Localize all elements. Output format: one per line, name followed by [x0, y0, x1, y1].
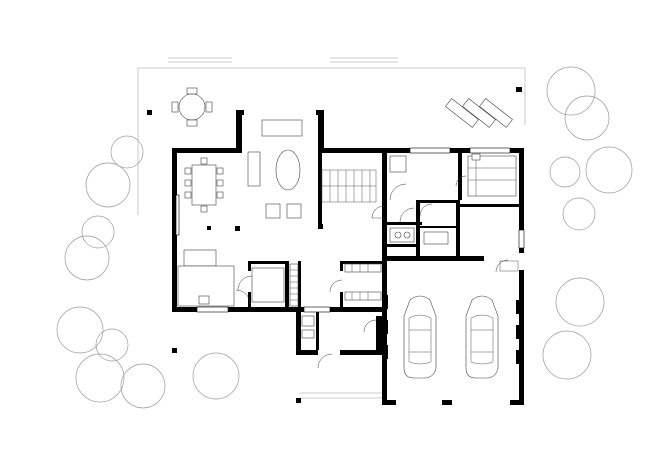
utility [389, 153, 517, 201]
garage-door-swing [495, 259, 509, 273]
bedroom [237, 267, 285, 303]
trees [56, 66, 633, 409]
walls [172, 110, 525, 405]
closets [289, 263, 382, 307]
car-right [465, 295, 499, 379]
dining-table [184, 157, 224, 213]
garage-step [499, 260, 519, 272]
kitchen [177, 249, 235, 307]
outdoor-table [171, 87, 213, 127]
sun-loungers [445, 98, 513, 128]
post [516, 87, 522, 92]
stairs [321, 169, 377, 203]
post [172, 348, 177, 353]
entrance-wc [301, 315, 377, 369]
terrace-outline [137, 57, 526, 399]
car-left [403, 295, 437, 379]
bathroom [389, 203, 449, 245]
living-furniture [247, 119, 303, 219]
post [147, 110, 152, 115]
door-swings [235, 205, 385, 305]
post [296, 398, 301, 403]
